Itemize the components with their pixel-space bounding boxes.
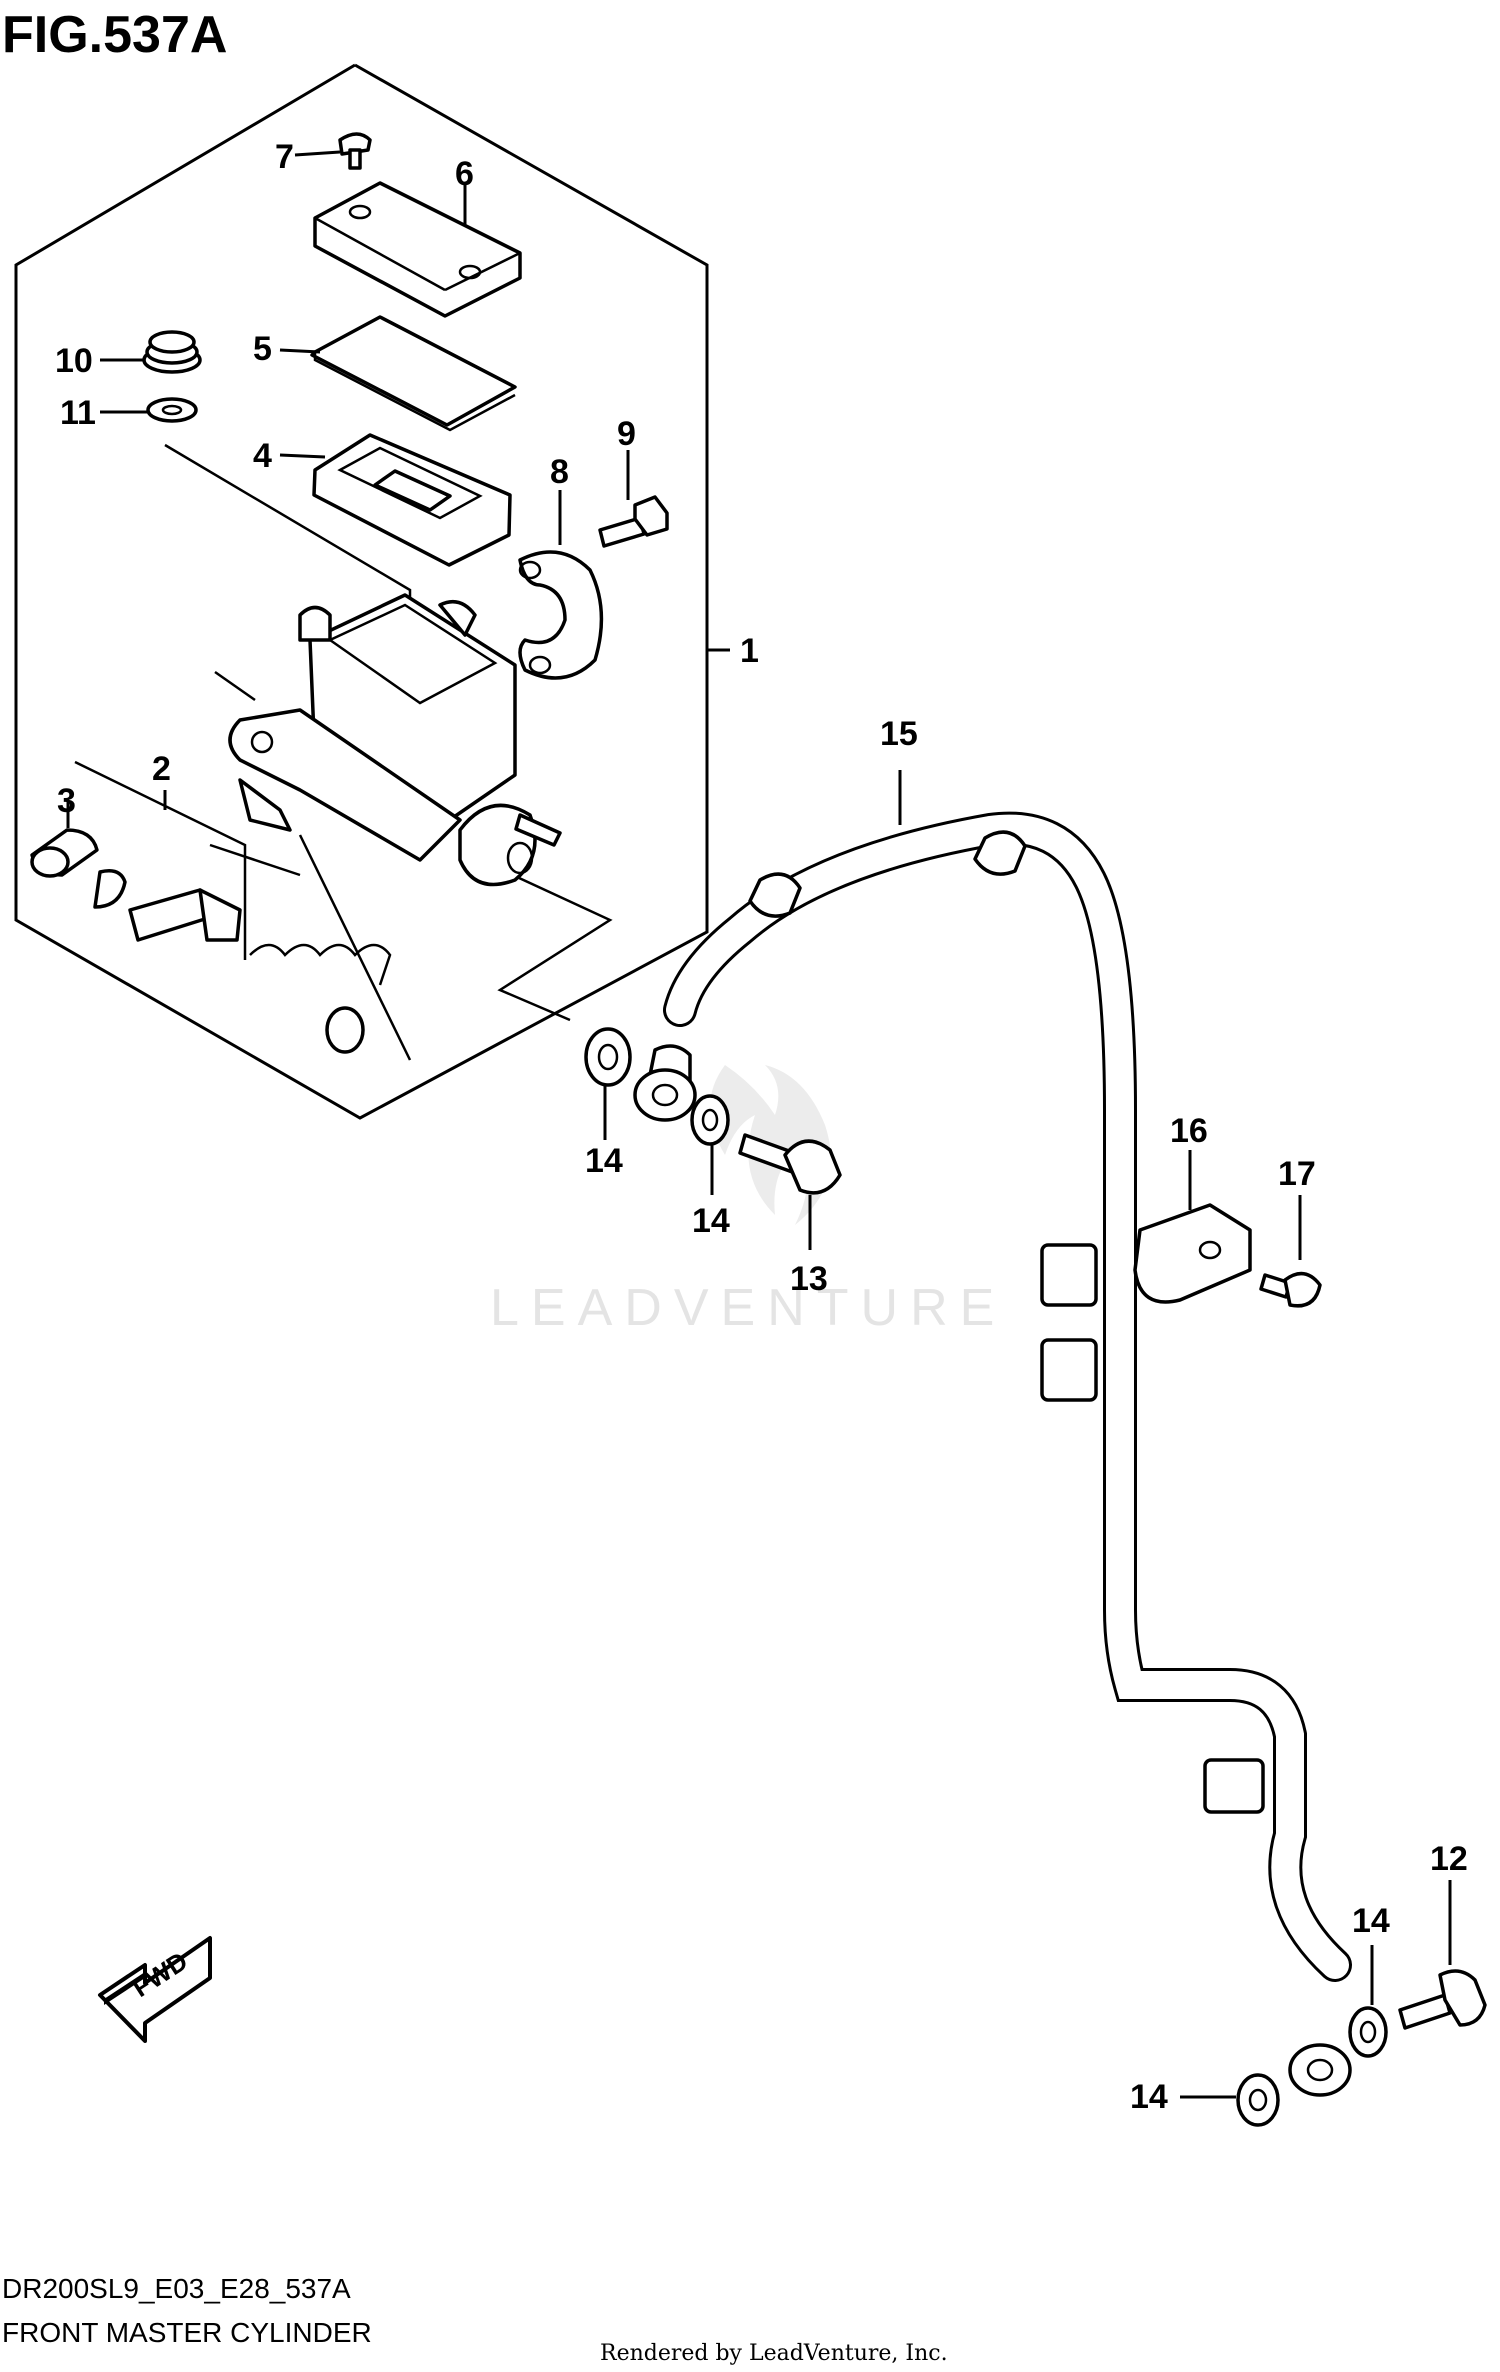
washer-14-upper-right-icon bbox=[690, 1094, 730, 1195]
watermark-text: LEADVENTURE bbox=[490, 1279, 1006, 1337]
part-number-labels: 7 6 5 10 11 4 9 8 1 2 3 15 14 14 13 16 1… bbox=[55, 138, 1468, 2116]
render-footer: Rendered by LeadVenture, Inc. bbox=[600, 2341, 948, 2366]
boot-10-icon bbox=[100, 330, 202, 374]
part-label-2: 2 bbox=[152, 750, 171, 788]
part-label-9: 9 bbox=[617, 415, 636, 453]
washer-14-lower-left-icon bbox=[1180, 2073, 1280, 2127]
part-label-1: 1 bbox=[740, 632, 759, 670]
figure-title: FIG.537A bbox=[2, 6, 227, 64]
clamp-8-icon bbox=[518, 490, 604, 680]
reservoir-cap-6-icon bbox=[313, 181, 522, 318]
part-label-12: 12 bbox=[1430, 1840, 1468, 1878]
diaphragm-4-icon bbox=[279, 433, 512, 567]
part-label-15: 15 bbox=[880, 715, 918, 753]
part-label-7: 7 bbox=[275, 138, 294, 176]
part-label-3: 3 bbox=[57, 782, 76, 820]
part-label-14-a: 14 bbox=[585, 1142, 623, 1180]
part-label-16: 16 bbox=[1170, 1112, 1208, 1150]
part-label-13: 13 bbox=[790, 1260, 828, 1298]
part-label-14-d: 14 bbox=[1130, 2078, 1168, 2116]
watermark: LEADVENTURE bbox=[490, 1065, 1006, 1337]
diagram-code: DR200SL9_E03_E28_537A bbox=[2, 2273, 351, 2304]
diagram-caption: FRONT MASTER CYLINDER bbox=[2, 2317, 372, 2348]
part-label-8: 8 bbox=[550, 453, 569, 491]
part-label-14-c: 14 bbox=[1352, 1902, 1390, 1940]
washer-14-upper-left-icon bbox=[584, 1027, 632, 1140]
part-label-17: 17 bbox=[1278, 1155, 1316, 1193]
banjo-bolt-13-icon bbox=[738, 1133, 842, 1250]
screw-17-icon bbox=[1259, 1195, 1322, 1308]
screw-7-icon bbox=[294, 132, 372, 170]
banjo-bolt-12-icon bbox=[1398, 1880, 1487, 2030]
plate-5-icon bbox=[279, 315, 517, 432]
fwd-direction-arrow: FWD bbox=[98, 1936, 212, 2043]
part-label-11: 11 bbox=[60, 394, 96, 432]
cup-3-icon bbox=[30, 800, 127, 909]
piston-kit-2-icon bbox=[74, 760, 392, 1054]
part-label-10: 10 bbox=[55, 342, 93, 380]
washer-14-lower-right-icon bbox=[1348, 1945, 1388, 2058]
assembly-outline bbox=[14, 63, 730, 1120]
part-label-14-b: 14 bbox=[692, 1202, 730, 1240]
hose-clamp-16-icon bbox=[1133, 1150, 1252, 1304]
part-label-5: 5 bbox=[253, 330, 272, 368]
washer-11-icon bbox=[100, 397, 198, 423]
master-cylinder-body-1-icon bbox=[228, 593, 562, 887]
brake-hose-15-icon bbox=[633, 770, 1352, 2097]
bolt-9-icon bbox=[598, 450, 669, 548]
part-label-4: 4 bbox=[253, 437, 272, 475]
part-label-6: 6 bbox=[455, 155, 474, 193]
